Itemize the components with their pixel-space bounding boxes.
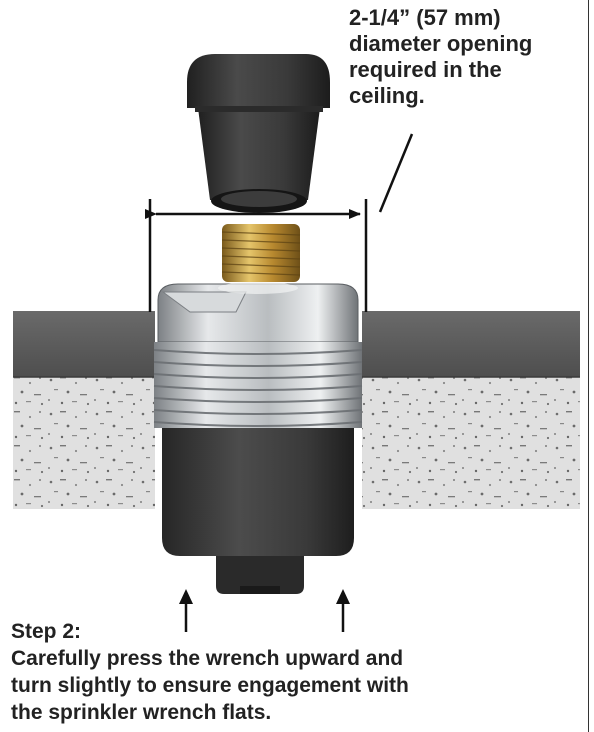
frame-border <box>588 0 589 732</box>
sprinkler-escutcheon <box>153 282 363 428</box>
callout-line: required in the <box>349 57 502 82</box>
installation-wrench <box>187 54 330 213</box>
brass-threads <box>221 224 301 282</box>
step-line: Carefully press the wrench upward and <box>11 647 404 670</box>
upward-arrow <box>179 589 193 604</box>
step-heading: Step 2: <box>11 620 82 643</box>
upward-arrow <box>336 589 350 604</box>
ceiling-left <box>13 311 155 509</box>
callout-line: ceiling. <box>349 83 425 108</box>
opening-size-callout: 2-1/4” (57 mm) diameter opening required… <box>349 5 589 109</box>
step-line: turn slightly to ensure engagement with <box>11 674 409 697</box>
step-instructions: Step 2: Carefully press the wrench upwar… <box>11 618 581 726</box>
callout-leader-line <box>378 133 414 213</box>
upward-arrow-left <box>179 589 193 632</box>
sprinkler-body <box>162 428 354 594</box>
callout-line: 2-1/4” (57 mm) <box>349 5 501 30</box>
upward-arrow-right <box>336 589 350 632</box>
dimension-marker <box>145 133 414 312</box>
callout-line: diameter opening <box>349 31 533 56</box>
ceiling-right <box>362 311 580 509</box>
step-line: the sprinkler wrench flats. <box>11 701 272 724</box>
